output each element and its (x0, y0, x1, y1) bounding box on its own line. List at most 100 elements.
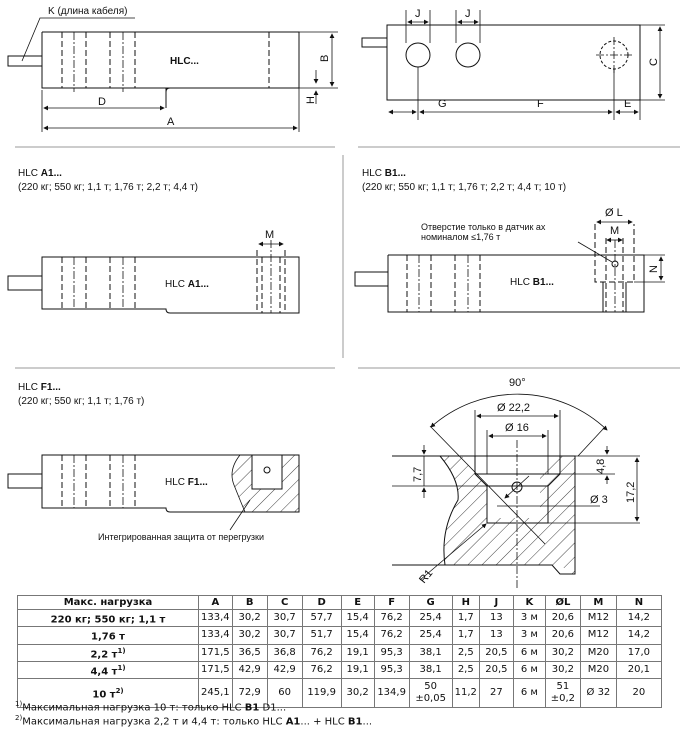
table-cell: 76,2 (373, 608, 410, 628)
table-cell: 30,2 (231, 626, 268, 645)
table-cell: 133,4 (198, 626, 233, 645)
f1-overload-note: Интегрированная защита от перегрузки (98, 532, 264, 542)
table-cell: 171,5 (198, 660, 233, 680)
table-cell: 76,2 (301, 643, 342, 662)
f1-body-label: HLC F1... (165, 477, 208, 488)
row-load: 4,4 т1) (17, 660, 199, 680)
table-cell: 3 м (512, 608, 546, 628)
table-cell: 30,2 (544, 643, 581, 662)
table-cell: 20,5 (478, 643, 514, 662)
dim-j-2: J (465, 8, 471, 20)
b1-loads: (220 кг; 550 кг; 1,1 т; 1,76 т; 2,2 т; 4… (362, 182, 566, 193)
table-cell: 60 (266, 678, 303, 709)
dim-d: D (98, 96, 106, 108)
cable (7, 55, 43, 67)
col-header: E (340, 595, 375, 610)
b1-dim-m: M (610, 225, 619, 237)
col-header: Макс. нагрузка (17, 595, 199, 610)
table-cell: 15,4 (340, 608, 375, 628)
detail-diameter-16: Ø 16 (505, 422, 529, 434)
table-cell: M12 (579, 626, 617, 645)
col-header: F (373, 595, 410, 610)
detail-radius: R1 (417, 567, 435, 585)
f1-title: HLC F1... (18, 382, 61, 393)
table-cell: M12 (579, 608, 617, 628)
a1-title: HLC A1... (18, 168, 62, 179)
row-load: 1,76 т (17, 626, 199, 645)
table-cell: 119,9 (301, 678, 342, 709)
table-cell: 38,1 (408, 660, 453, 680)
footnote-2: 2)Максимальная нагрузка 2,2 т и 4,4 т: т… (15, 714, 373, 728)
col-header: A (198, 595, 233, 610)
table-cell: 134,9 (373, 678, 410, 709)
table-cell: 6 м (512, 643, 546, 662)
detail-section: 90° Ø 22,2 Ø 16 7,7 4,8 17,2 Ø 3 R1 (392, 377, 640, 590)
table-cell: 42,9 (266, 660, 303, 680)
col-header: ØL (544, 595, 581, 610)
table-cell: 76,2 (301, 660, 342, 680)
table-cell: 133,4 (198, 608, 233, 628)
b1-title: HLC B1... (362, 168, 406, 179)
footnote-1: 1)Максимальная нагрузка 10 т: только HLC… (15, 700, 287, 714)
table-cell: 95,3 (373, 643, 410, 662)
table-cell: M20 (579, 660, 617, 680)
b1-hole-note-1: Отверстие только в датчик ах (421, 222, 546, 232)
table-cell: 25,4 (408, 608, 453, 628)
table-cell: 14,2 (615, 608, 662, 628)
table-cell: 76,2 (373, 626, 410, 645)
table-cell: 30,2 (544, 660, 581, 680)
dim-h: H (305, 96, 317, 104)
row-load: 2,2 т1) (17, 643, 199, 662)
table-cell: 51,7 (301, 626, 342, 645)
col-header: B (231, 595, 268, 610)
table-cell: 2,5 (451, 643, 480, 662)
table-cell: Ø 32 (579, 678, 617, 709)
table-cell: 30,7 (266, 626, 303, 645)
table-cell: 17,0 (615, 643, 662, 662)
col-header: K (512, 595, 546, 610)
detail-dim-7-7: 7,7 (412, 467, 424, 482)
table-cell: 27 (478, 678, 514, 709)
model-label: HLC... (170, 56, 199, 67)
table-cell: 15,4 (340, 626, 375, 645)
cable-length-label: K (длина кабеля) (48, 5, 127, 17)
a1-dim-m: M (265, 229, 274, 241)
table-cell: 20,5 (478, 660, 514, 680)
table-cell: 38,1 (408, 643, 453, 662)
col-header: C (266, 595, 303, 610)
table-cell: 30,2 (231, 608, 268, 628)
table-cell: 25,4 (408, 626, 453, 645)
b1-body-label: HLC B1... (510, 277, 554, 288)
b1-dim-l: Ø L (605, 207, 623, 219)
table-cell: 11,2 (451, 678, 480, 709)
table-cell: 13 (478, 626, 514, 645)
col-header: M (579, 595, 617, 610)
technical-drawing: K (длина кабеля) HLC... D A B H J J G F … (7, 5, 680, 590)
table-cell: 245,1 (198, 678, 233, 709)
table-cell: M20 (579, 643, 617, 662)
col-header: J (478, 595, 514, 610)
f1-loads: (220 кг; 550 кг; 1,1 т; 1,76 т) (18, 396, 144, 407)
table-cell: 20 (615, 678, 662, 709)
table-cell: 6 м (512, 678, 546, 709)
table-cell: 14,2 (615, 626, 662, 645)
table-cell: 13 (478, 608, 514, 628)
dim-f: F (537, 98, 544, 110)
side-view-general: K (длина кабеля) HLC... D A B H (7, 5, 338, 132)
variant-f1: HLC F1... (220 кг; 550 кг; 1,1 т; 1,76 т… (7, 382, 300, 542)
table-cell: 36,8 (266, 643, 303, 662)
a1-body-label: HLC A1... (165, 279, 209, 290)
detail-diameter-3: Ø 3 (590, 494, 608, 506)
variant-b1: HLC B1... (220 кг; 550 кг; 1,1 т; 1,76 т… (354, 168, 665, 313)
col-header: H (451, 595, 480, 610)
table-cell: 50±0,05 (408, 678, 453, 709)
dim-e: E (624, 98, 631, 110)
table-cell: 19,1 (340, 660, 375, 680)
table-cell: 36,5 (231, 643, 268, 662)
dim-b: B (319, 55, 331, 62)
table-header-row: Макс. нагрузка A B C D E F G H J K ØL M … (17, 595, 662, 610)
